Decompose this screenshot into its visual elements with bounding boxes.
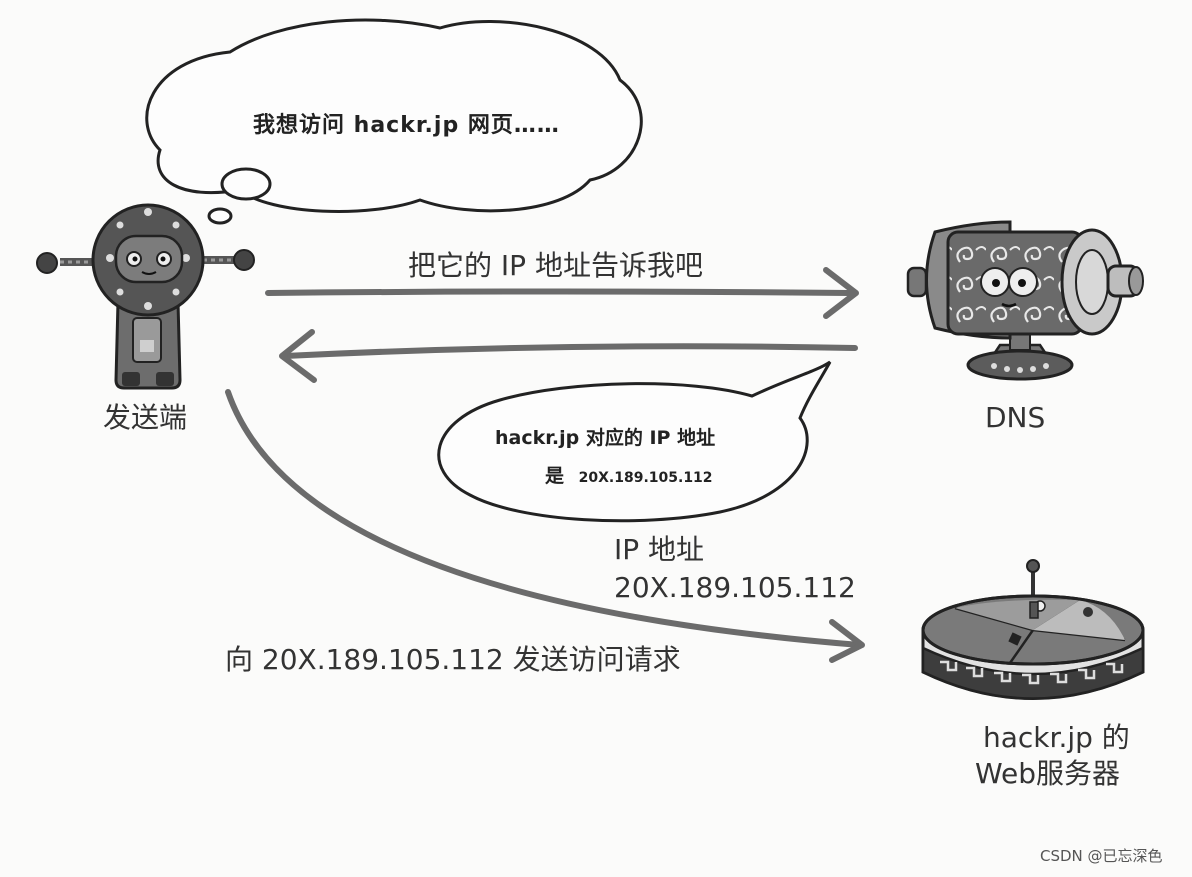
access-arrow-label: 向 20X.189.105.112 发送访问请求 bbox=[225, 643, 681, 676]
web-server-label-line1: hackr.jp 的 bbox=[983, 721, 1130, 754]
sender-label: 发送端 bbox=[103, 401, 188, 434]
thought-bubble bbox=[145, 18, 643, 225]
ip-info-line1: IP 地址 bbox=[614, 533, 705, 566]
reply-bubble-ip: 20X.189.105.112 bbox=[578, 470, 713, 486]
dns-label: DNS bbox=[985, 401, 1046, 434]
request-arrow-label: 把它的 IP 地址告诉我吧 bbox=[408, 249, 703, 282]
ip-info-line2: 20X.189.105.112 bbox=[614, 571, 856, 604]
reply-speech-bubble bbox=[437, 360, 832, 523]
watermark: CSDN @已忘深色 bbox=[1040, 847, 1163, 865]
sender-robot-icon bbox=[36, 203, 255, 390]
reply-bubble-prefix: 是 bbox=[545, 465, 565, 487]
thought-bubble-text: 我想访问 hackr.jp 网页…… bbox=[253, 113, 560, 138]
reply-arrow bbox=[279, 329, 858, 383]
request-arrow bbox=[265, 267, 859, 319]
dns-server-icon bbox=[906, 220, 1144, 381]
reply-bubble-line2: 是 20X.189.105.112 bbox=[545, 465, 713, 488]
web-server-icon bbox=[921, 559, 1145, 700]
reply-bubble-line1: hackr.jp 对应的 IP 地址 bbox=[495, 427, 716, 449]
access-arrow bbox=[225, 389, 865, 663]
web-server-label-line2: Web服务器 bbox=[975, 757, 1121, 790]
